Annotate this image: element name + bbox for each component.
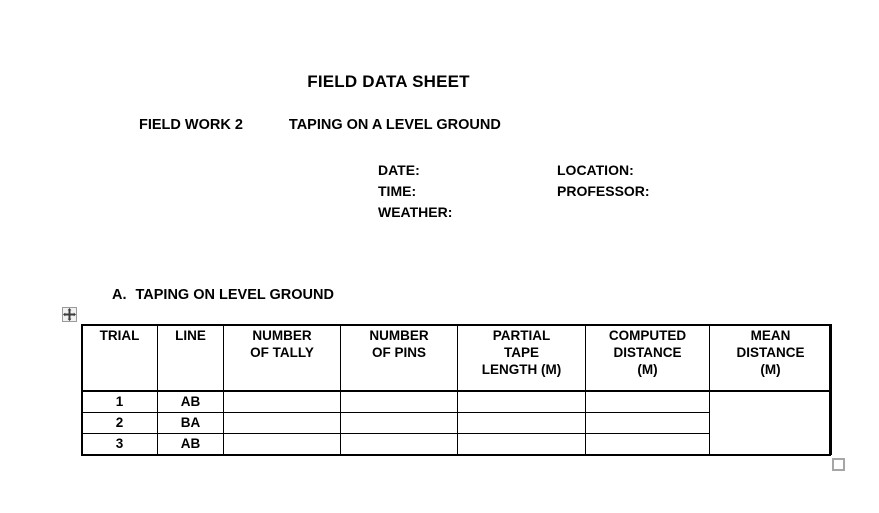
header-computed-line1: COMPUTED bbox=[608, 328, 687, 343]
header-mean-line3: (M) bbox=[760, 362, 781, 377]
header-trial-line1: TRIAL bbox=[99, 328, 140, 343]
header-computed-distance: COMPUTED DISTANCE (M) bbox=[585, 324, 710, 392]
header-partial-line1: PARTIAL bbox=[492, 328, 551, 343]
table-row: 1 AB bbox=[81, 391, 832, 455]
cell-mean-distance[interactable] bbox=[709, 391, 832, 455]
header-mean-line1: MEAN bbox=[750, 328, 791, 343]
cell-trial[interactable]: 2 bbox=[81, 412, 158, 434]
table-row: 2 BA bbox=[81, 412, 832, 434]
table-header-row: TRIAL LINE NUMBER OF TALLY NUMBER OF PIN… bbox=[81, 324, 832, 392]
page-title: FIELD DATA SHEET bbox=[0, 72, 879, 92]
cell-line[interactable]: BA bbox=[157, 412, 224, 434]
fieldwork-topic: TAPING ON A LEVEL GROUND bbox=[288, 117, 501, 133]
cell-computed[interactable] bbox=[585, 433, 710, 455]
time-label: TIME: bbox=[378, 183, 417, 199]
header-tally-line2: OF TALLY bbox=[250, 345, 314, 360]
header-computed-line3: (M) bbox=[637, 362, 658, 377]
cell-tally[interactable] bbox=[223, 412, 341, 434]
header-number-of-tally: NUMBER OF TALLY bbox=[223, 324, 341, 392]
table-move-handle[interactable] bbox=[62, 307, 77, 322]
section-letter: A. bbox=[112, 287, 127, 303]
header-mean-line2: DISTANCE bbox=[736, 345, 805, 360]
cell-line[interactable]: AB bbox=[157, 433, 224, 455]
weather-label: WEATHER: bbox=[378, 204, 453, 220]
section-heading: A. TAPING ON LEVEL GROUND bbox=[112, 287, 334, 303]
cell-computed[interactable] bbox=[585, 391, 710, 413]
cell-partial[interactable] bbox=[457, 433, 586, 455]
cell-computed[interactable] bbox=[585, 412, 710, 434]
header-partial-line2: TAPE bbox=[503, 345, 539, 360]
cell-partial[interactable] bbox=[457, 412, 586, 434]
cell-trial[interactable]: 1 bbox=[81, 391, 158, 413]
page-title-text: FIELD DATA SHEET bbox=[307, 72, 470, 91]
section-title: TAPING ON LEVEL GROUND bbox=[135, 287, 334, 303]
meta-block: DATE: LOCATION: TIME: PROFESSOR: WEATHER: bbox=[378, 160, 650, 223]
meta-row: DATE: LOCATION: bbox=[378, 160, 650, 181]
cell-tally[interactable] bbox=[223, 391, 341, 413]
table-resize-handle[interactable] bbox=[832, 458, 845, 471]
header-mean-distance: MEAN DISTANCE (M) bbox=[709, 324, 832, 392]
meta-row: WEATHER: bbox=[378, 202, 650, 223]
cell-partial[interactable] bbox=[457, 391, 586, 413]
date-label: DATE: bbox=[378, 162, 420, 178]
taping-data-table[interactable]: TRIAL LINE NUMBER OF TALLY NUMBER OF PIN… bbox=[81, 324, 832, 455]
table-move-cross-icon bbox=[63, 308, 76, 321]
header-tally-line1: NUMBER bbox=[252, 328, 312, 343]
header-line-line1: LINE bbox=[175, 328, 206, 343]
cell-line[interactable]: AB bbox=[157, 391, 224, 413]
header-pins-line1: NUMBER bbox=[369, 328, 429, 343]
fieldwork-heading: FIELD WORK 2 TAPING ON A LEVEL GROUND bbox=[139, 117, 501, 133]
professor-label: PROFESSOR: bbox=[557, 183, 650, 199]
header-trial: TRIAL bbox=[81, 324, 158, 392]
cell-pins[interactable] bbox=[340, 412, 458, 434]
cell-trial[interactable]: 3 bbox=[81, 433, 158, 455]
header-number-of-pins: NUMBER OF PINS bbox=[340, 324, 458, 392]
location-label: LOCATION: bbox=[557, 162, 634, 178]
header-pins-line2: OF PINS bbox=[371, 345, 426, 360]
cell-pins[interactable] bbox=[340, 391, 458, 413]
header-line: LINE bbox=[157, 324, 224, 392]
cell-tally[interactable] bbox=[223, 433, 341, 455]
header-computed-line2: DISTANCE bbox=[613, 345, 682, 360]
header-partial-tape-length: PARTIAL TAPE LENGTH (M) bbox=[457, 324, 586, 392]
header-partial-line3: LENGTH (M) bbox=[481, 362, 562, 377]
cell-pins[interactable] bbox=[340, 433, 458, 455]
fieldwork-label: FIELD WORK 2 bbox=[139, 117, 243, 133]
meta-row: TIME: PROFESSOR: bbox=[378, 181, 650, 202]
